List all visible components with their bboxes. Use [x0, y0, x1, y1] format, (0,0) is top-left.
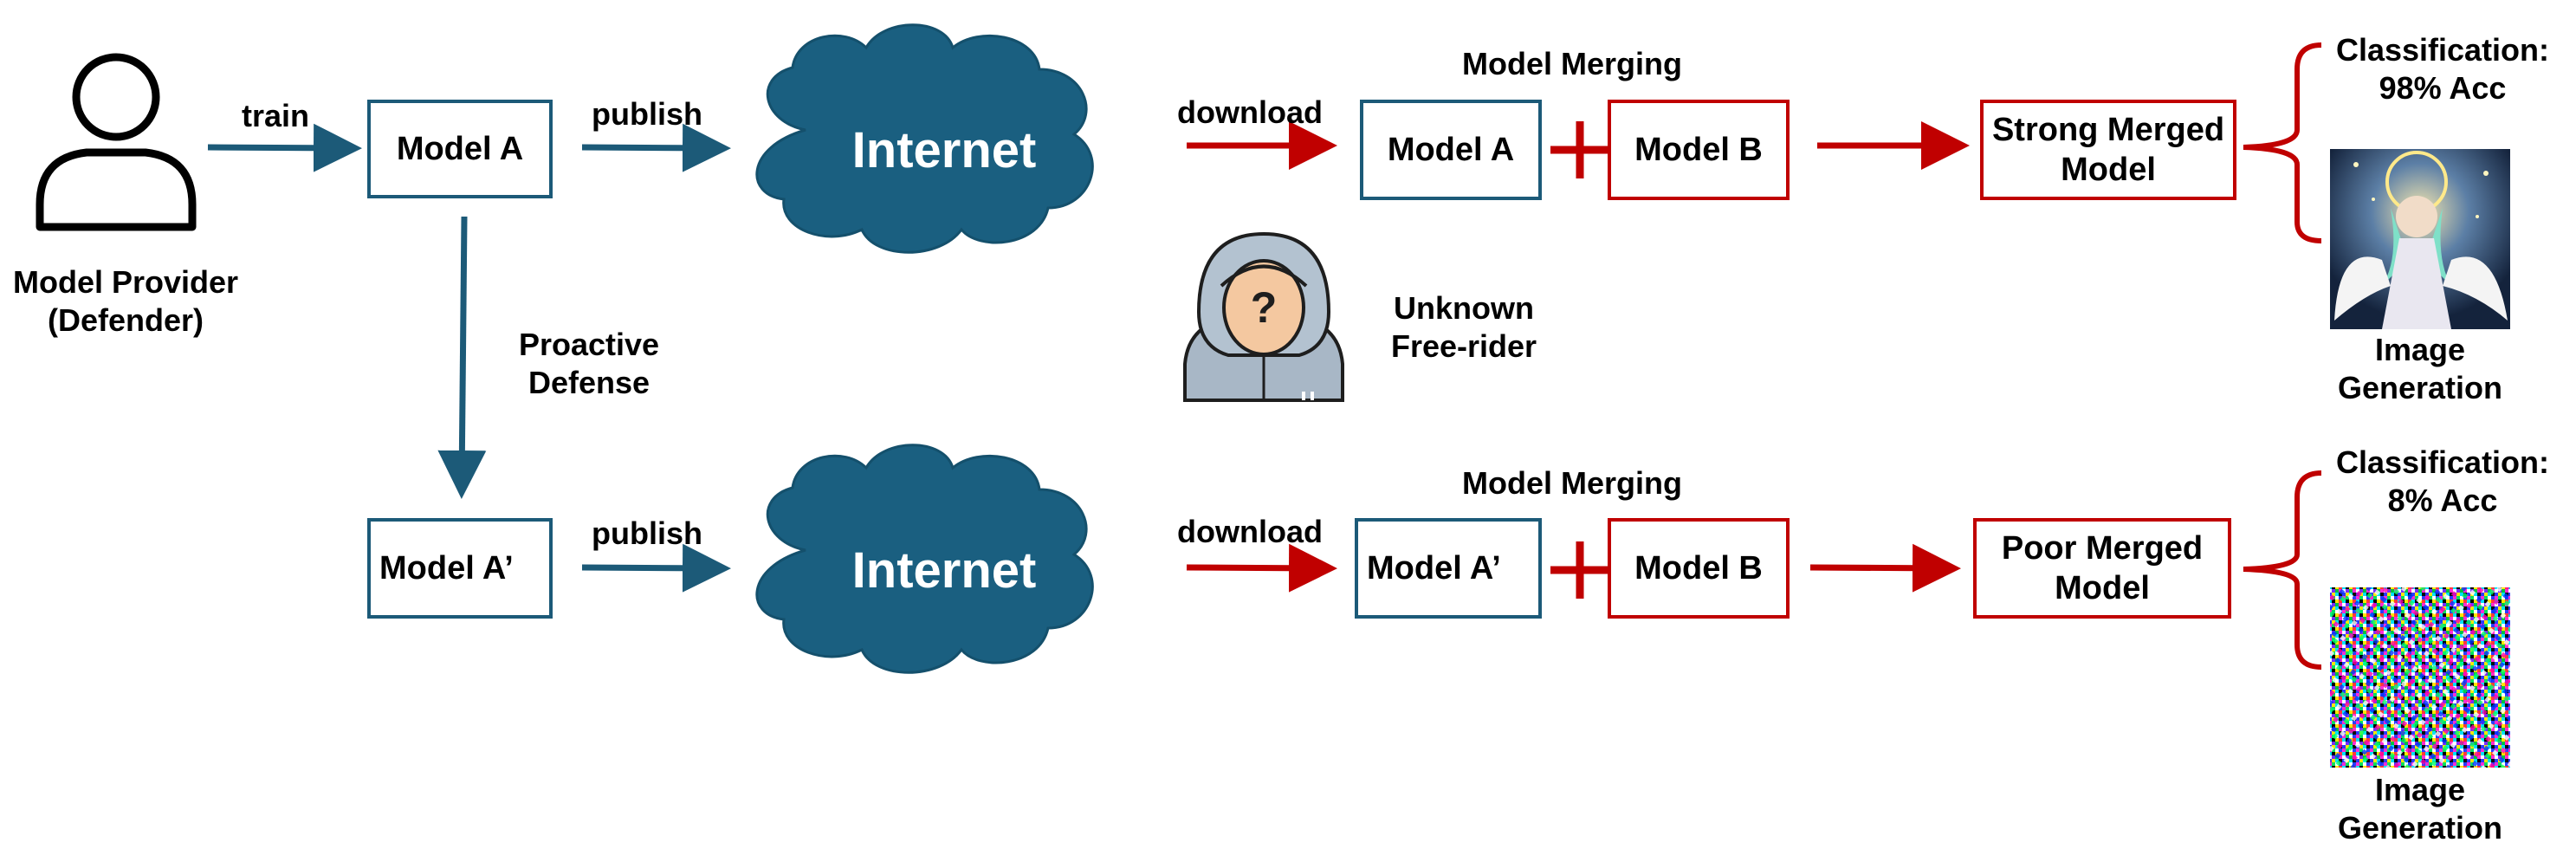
- merge-model-b-box-bottom: Model B: [1608, 518, 1790, 619]
- model-a-box: Model A: [367, 100, 553, 198]
- classification-label-bottom: Classification: 8% Acc: [2335, 444, 2550, 518]
- hooded-hacker-icon: ?: [1183, 231, 1344, 402]
- publish-label-bottom: publish: [592, 515, 702, 551]
- brace-bottom: [2243, 470, 2322, 670]
- model-merging-title-top: Model Merging: [1462, 46, 1682, 81]
- merge-model-a-box: Model A: [1360, 100, 1542, 200]
- download-arrow-bottom: [1186, 543, 1337, 593]
- merge-model-b-box: Model B: [1608, 100, 1790, 200]
- svg-text:?: ?: [1251, 283, 1278, 332]
- image-generation-label-top: Image Generation: [2337, 332, 2503, 405]
- model-merging-title-bottom: Model Merging: [1462, 465, 1682, 501]
- publish-label-top: publish: [592, 96, 702, 132]
- classification-label-top: Classification: 98% Acc: [2335, 32, 2550, 106]
- defense-arrow: [437, 216, 487, 499]
- plus-icon: [1550, 121, 1609, 178]
- cloud-icon: [755, 23, 1094, 254]
- download-label-bottom: download: [1177, 514, 1323, 549]
- train-arrow: [207, 123, 362, 172]
- noise-image: [2330, 587, 2510, 768]
- provider-label: Model Provider (Defender): [12, 264, 239, 338]
- plus-icon: [1550, 541, 1609, 599]
- publish-arrow-top: [581, 123, 731, 172]
- strong-merged-model-box: Strong Merged Model: [1980, 100, 2236, 200]
- brace-top: [2243, 42, 2322, 243]
- train-label: train: [241, 98, 309, 133]
- cloud-icon: [755, 444, 1094, 674]
- model-a-prime-box: Model A’: [367, 518, 553, 619]
- proactive-defense-label: Proactive Defense: [518, 327, 660, 400]
- angel-portrait-image: [2330, 149, 2510, 329]
- image-generation-label-bottom: Image Generation: [2337, 772, 2503, 846]
- download-label-top: download: [1177, 94, 1323, 130]
- merge-model-a-prime-box: Model A’: [1355, 518, 1542, 619]
- poor-merged-model-box: Poor Merged Model: [1973, 518, 2231, 619]
- internet-label-top: Internet: [851, 122, 1037, 178]
- user-icon: [36, 53, 197, 231]
- merge-arrow-bottom: [1809, 543, 1961, 593]
- free-rider-label: Unknown Free-rider: [1390, 290, 1537, 364]
- publish-arrow-bottom: [581, 543, 731, 593]
- internet-label-bottom: Internet: [851, 542, 1037, 599]
